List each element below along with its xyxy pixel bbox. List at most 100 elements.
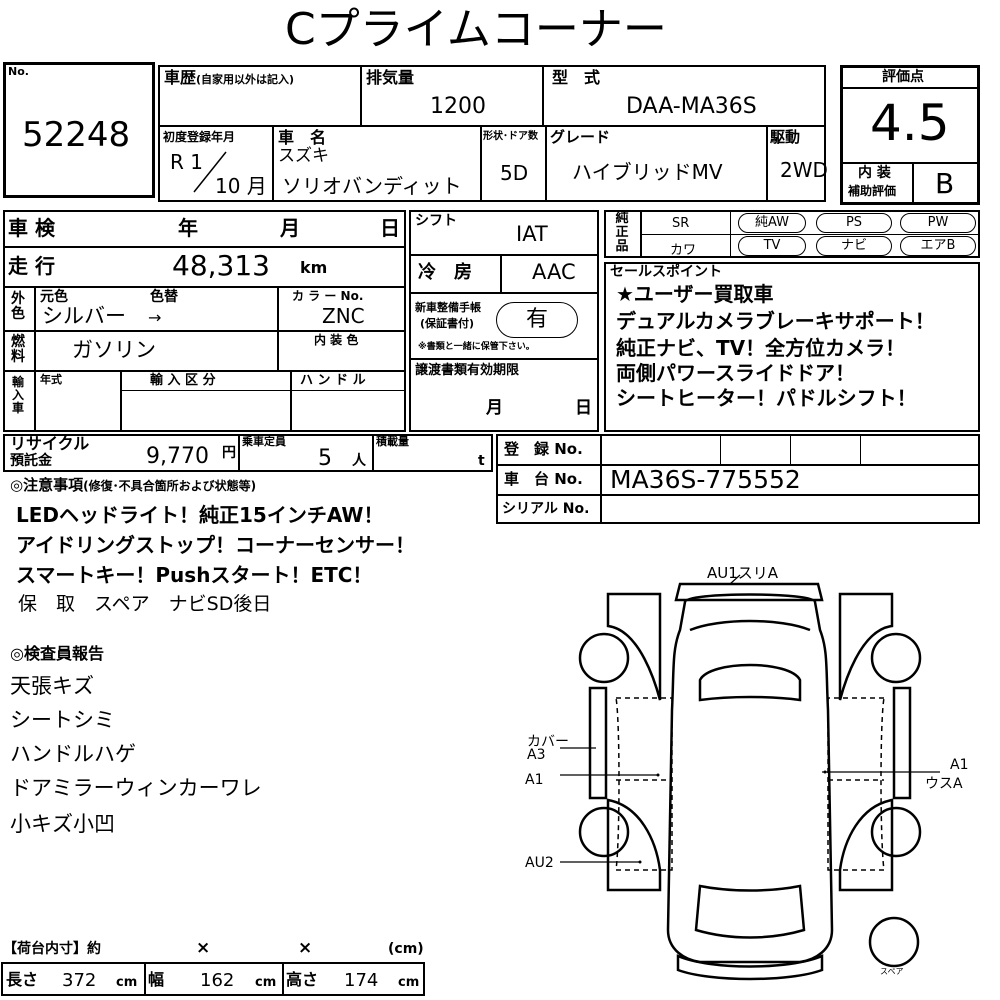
number-box [3,62,155,198]
inspector-line-4: ドアミラーウィンカーワレ [10,776,262,800]
outer-color-side-label: 外色 [11,291,25,322]
drive-value: 2WD [780,158,828,182]
right-rear-fender [838,798,894,892]
color-change-label: 色替 [150,289,178,305]
notes-heading: ◎注意事項(修復･不具合箇所および状態等) [10,476,257,494]
score-value: 4.5 [870,94,950,152]
interior-value: B [935,167,955,200]
doors-value: 5D [500,161,529,185]
import-side-label: 輸入車 [11,375,24,415]
inspection-day: 日 [380,216,400,240]
diagram-left-3: AU2 [525,855,554,871]
model-value: DAA-MA36S [626,94,757,119]
right-front-fender [838,592,894,701]
sales-line-4: 両側パワースライドドア！ [616,361,855,385]
grade-label: グレード [550,128,611,146]
import-class-label: 輸 入 区 分 [150,373,216,388]
cargo-width-label: 幅 [148,970,165,989]
shift-label: シフト [415,213,457,229]
manual-label-2: (保証書付) [420,317,475,330]
inspection-year: 年 [178,216,198,240]
ac-label: 冷 房 [418,262,472,283]
first-reg-label: 初度登録年月 [163,130,236,144]
transfer-label: 譲渡書類有効期限 [415,363,520,378]
car-damage-diagram [560,574,940,981]
diagram-top-label: AU1スリA [707,564,779,582]
front-bumper [674,582,824,602]
top-info-grid [158,65,826,202]
drive-label: 駆動 [770,128,801,146]
cargo-height-value: 174 [344,970,379,991]
cargo-x2: × [298,938,313,958]
lot-number: 52248 [22,115,131,155]
first-reg-era: R 1 [170,150,203,174]
no-label: No. [8,65,29,78]
equip-ps: PS [816,213,892,233]
middle-left-grid [3,210,406,432]
inspector-line-1: 天張キズ [10,674,94,698]
sales-points-box [604,262,980,432]
sales-line-3: 純正ナビ、TV！全方位カメラ！ [616,336,906,360]
diagram-right-1b: ウスA [925,776,963,792]
equip-sr: SR [672,216,690,231]
inspector-heading: ◎検査員報告 [10,644,104,663]
capacity-unit: 人 [352,453,366,469]
sales-label: セールスポイント [610,264,722,280]
load-label: 積載量 [376,435,409,448]
serial-no-label: シリアル No. [502,501,590,517]
score-box [840,65,980,205]
inspector-line-3: ハンドルハゲ [10,742,136,766]
inspector-line-2: シートシミ [10,708,115,732]
cargo-grid [1,962,425,996]
sales-line-5: シートヒーター！パドルシフト！ [616,386,917,410]
notes-line-4: 保 取 スペア ナビSD後日 [18,593,272,615]
first-reg-month: 10 月 [215,174,267,198]
diagram-right-1a: A1 [950,757,969,773]
manual-note: ※書類と一緒に保管下さい。 [418,342,535,352]
equip-airbag: エアB [900,236,976,256]
manual-value: 有 [496,302,578,338]
orig-color-value: シルバー [42,304,126,328]
cargo-label: 【荷台内寸】約 [3,941,101,957]
notes-line-2: アイドリングストップ！コーナーセンサー！ [16,533,415,557]
equip-leather: カワ [670,243,697,258]
windshield [698,663,802,702]
doors-label: 形状･ドア数 [483,131,538,142]
registration-grid [496,434,980,524]
cargo-length-value: 372 [62,970,97,991]
diagram-left-1b: A3 [527,747,546,763]
shift-value: IAT [516,222,548,246]
equip-pure-aw: 純AW [738,213,806,233]
interior-label-2: 補助評価 [848,184,897,198]
import-year-label: 年式 [40,373,62,386]
cargo-x1: × [196,938,211,958]
grade-value: ハイブリッドMV [572,160,723,184]
right-side-panel [892,686,912,800]
recycle-label-1: リサイクル [10,434,90,453]
sales-line-2: デュアルカメラブレーキサポート！ [616,309,935,333]
color-code-label: カ ラ ー No. [292,289,364,303]
transfer-day: 日 [575,398,592,418]
cargo-length-unit: cm [116,975,138,990]
interior-color-label: 内 装 色 [314,333,359,347]
car-name-label: 車 名 [278,128,327,147]
displacement-value: 1200 [430,94,486,119]
wheel-rear-left [578,806,630,858]
car-name-value: ソリオバンディット [282,174,462,198]
score-label: 評価点 [882,69,924,85]
spare-label: スペア [880,967,904,976]
mileage-unit: km [300,258,328,277]
car-body [666,593,834,964]
cargo-width-unit: cm [255,975,277,990]
reg-no-label: 登 録 No. [504,440,583,458]
manual-label-1: 新車整備手帳 [415,301,481,314]
left-rear-fender [606,798,662,892]
right-door-outline [827,697,885,871]
fuel-value: ガソリン [72,338,156,362]
wheel-front-right [870,632,922,684]
orig-color-label: 元色 [40,289,68,305]
diagram-left-2: A1 [525,772,544,788]
recycle-value: 9,770 [146,444,209,469]
cargo-height-unit: cm [398,975,420,990]
left-side-panel [588,686,608,800]
